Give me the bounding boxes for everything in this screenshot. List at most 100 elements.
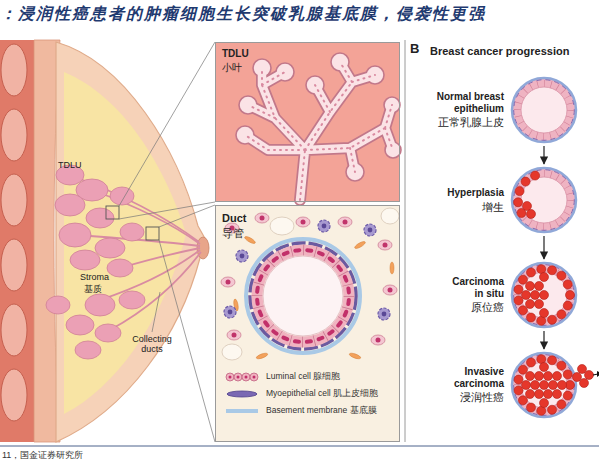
- tumor-cell: [518, 306, 527, 315]
- node-heading: Normal breast epithelium: [428, 91, 504, 114]
- duct-cross-section: [257, 250, 349, 342]
- zoom-leader-lines: [119, 42, 215, 206]
- flow-arrow: [543, 236, 544, 259]
- lobule-clusters: [120, 223, 144, 241]
- stromal-cell: [227, 330, 241, 340]
- lobule-clusters: [119, 291, 145, 309]
- duct-panel-background: [215, 205, 400, 442]
- invasion-arrow: [593, 371, 599, 377]
- adipocyte: [222, 208, 399, 360]
- legend-swatch: [226, 373, 234, 381]
- tumor-cell: [514, 296, 523, 305]
- legend-swatch: [245, 375, 248, 378]
- stromal-cell: [260, 216, 265, 221]
- epithelium-ring: [518, 359, 571, 412]
- epithelium-ring: [512, 168, 576, 232]
- legend-swatch: [237, 375, 240, 378]
- tumor-cell: [557, 400, 566, 409]
- collecting-duct-lines: [70, 175, 201, 330]
- chest-wall: [1, 304, 27, 356]
- lobule-clusters: [46, 296, 70, 314]
- tumor-cell: [558, 381, 567, 390]
- tumor-cell: [535, 390, 544, 399]
- node-subtitle: 小叶: [222, 62, 249, 74]
- epithelium-ring: [512, 353, 599, 417]
- fibroblast: [244, 235, 256, 244]
- tumor-cell: [526, 372, 535, 381]
- fibroblast: [354, 240, 366, 249]
- legend-swatch: [224, 371, 262, 383]
- tumor-cell: [526, 300, 535, 309]
- immune-cell: [364, 224, 376, 236]
- immune-cell: [236, 250, 248, 262]
- zoom-leader-lines: [152, 292, 160, 332]
- immune-cell: [224, 306, 236, 318]
- tumor-cell: [563, 280, 572, 289]
- immune-cell: [318, 220, 330, 232]
- legend-swatch: [253, 375, 256, 378]
- panel-heading: Breast cancer progression: [430, 45, 569, 58]
- stromal-cell: [376, 338, 381, 343]
- node-subtitle: 浸润性癌: [448, 391, 504, 403]
- epithelium-ring: [514, 170, 575, 231]
- tumor-cell: [535, 300, 544, 309]
- tumor-cell: [566, 381, 575, 390]
- duct-cross-section: [257, 250, 349, 342]
- stromal-cell: [388, 288, 393, 293]
- region-label: Stroma: [80, 272, 109, 282]
- legend-swatch: [242, 373, 250, 381]
- chest-wall: [1, 44, 27, 96]
- stromal-cell: [371, 335, 385, 345]
- duct-cross-section: [246, 239, 360, 353]
- node-heading: TDLU: [222, 48, 249, 60]
- epithelium-ring: [514, 355, 575, 416]
- flow-arrow: [543, 146, 544, 164]
- bottom-rule: [0, 446, 599, 447]
- tumor-cell: [540, 273, 549, 282]
- node-subtitle: 导管: [222, 227, 246, 240]
- immune-cell: [368, 228, 373, 233]
- duct-panel-background: [215, 205, 400, 442]
- lobule-clusters: [55, 194, 85, 216]
- epithelium-ring: [512, 263, 576, 327]
- legend-row: Luminal cell 腺细胞: [224, 368, 378, 385]
- tumor-cell: [548, 356, 557, 365]
- node-text-block: Invasive carcinoma浸润性癌: [448, 366, 504, 403]
- immune-cell: [382, 312, 387, 317]
- stromal-cell: [255, 213, 269, 223]
- epithelium-ring: [514, 80, 575, 141]
- fibroblast: [349, 352, 362, 360]
- adipocyte: [270, 217, 294, 235]
- stromal-cell: [338, 217, 352, 227]
- panel-letter: B: [410, 42, 419, 57]
- stromal-cell: [226, 280, 231, 285]
- stage-circle-art: [510, 351, 578, 419]
- stromal-cell: [296, 217, 310, 227]
- tumor-cell: [522, 381, 531, 390]
- tumor-cell: [549, 381, 558, 390]
- epithelium-ring: [521, 87, 567, 133]
- node-text-block: Carcinoma in situ原位癌: [448, 276, 504, 313]
- epithelium-ring: [521, 272, 567, 318]
- legend-text: Luminal cell 腺细胞: [266, 371, 340, 383]
- stromal-cell: [343, 220, 348, 225]
- tdlu-panel: TDLU 小叶: [215, 42, 400, 202]
- duct-cross-section: [250, 243, 356, 349]
- chest-wall: [1, 369, 27, 421]
- tdlu-panel-background: [215, 42, 400, 202]
- node-subtitle: 正常乳腺上皮: [428, 116, 504, 128]
- node-text-block: Duct导管: [222, 212, 246, 239]
- legend-swatch: [226, 409, 258, 413]
- bottom-rule: [0, 446, 599, 447]
- epithelium-ring: [512, 78, 576, 142]
- tumor-cell: [548, 405, 557, 414]
- lobule-clusters: [85, 294, 115, 316]
- tumor-cell: [514, 198, 523, 207]
- stromal-cell: [371, 335, 385, 345]
- panel-divider: [405, 40, 406, 442]
- tumor-cell: [514, 375, 523, 384]
- duct-cross-section: [246, 239, 360, 353]
- immune-cell: [228, 310, 233, 315]
- fibroblast: [256, 352, 269, 360]
